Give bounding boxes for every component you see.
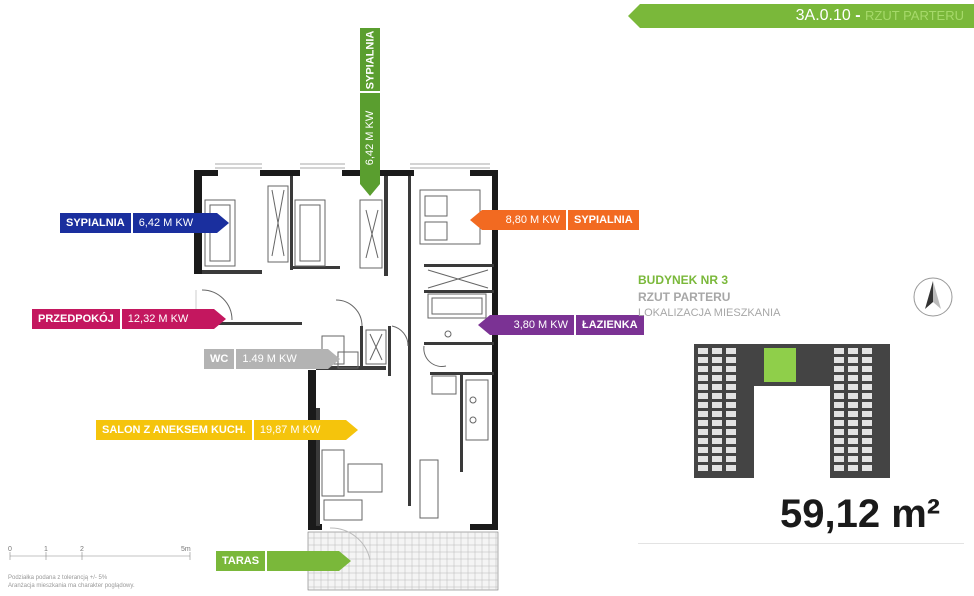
label-taras-area <box>267 551 340 571</box>
scale-tick-0: 0 <box>8 546 12 553</box>
north-arrow-icon <box>913 277 953 317</box>
label-sypialnia-top: SYPIALNIA 6,42 M KW <box>360 28 380 196</box>
arrow-tip <box>470 210 482 230</box>
scale-note-line-2: Aranżacja mieszkania ma charakter pogląd… <box>8 583 135 589</box>
divider <box>638 543 964 544</box>
label-wc-area: 1.49 M KW <box>236 349 329 369</box>
label-sypialnia-left: SYPIALNIA 6,42 M KW <box>60 213 229 233</box>
arrow-tip <box>345 420 358 440</box>
label-lazienka: 3,80 M KW ŁAZIENKA <box>478 315 644 335</box>
banner-dash: - <box>855 7 861 24</box>
label-sypialnia-top-name: SYPIALNIA <box>364 30 376 90</box>
arrow-tip <box>328 349 341 369</box>
apartment-highlight <box>764 348 796 382</box>
building-number: BUDYNEK NR 3 <box>638 273 729 287</box>
label-separator <box>251 420 254 440</box>
label-separator <box>265 551 268 571</box>
label-lazienka-name: ŁAZIENKA <box>576 315 644 335</box>
label-salon-area: 19,87 M KW <box>253 420 346 440</box>
total-area: 59,12 m² <box>780 492 941 536</box>
banner-shape <box>628 4 974 28</box>
label-sypialnia-left-name: SYPIALNIA <box>60 213 131 233</box>
window-marks <box>195 163 490 320</box>
scale-bar <box>9 552 191 560</box>
scale-tick-1: 1 <box>44 546 48 553</box>
fixtures <box>201 185 489 561</box>
label-sypialnia-right: 8,80 M KW SYPIALNIA <box>470 210 639 230</box>
label-separator <box>234 349 237 369</box>
scale-note-line-1: Podziałka podana z tolerancją +/- 5% <box>8 575 108 581</box>
label-przedpokoj-area: 12,32 M KW <box>121 309 214 329</box>
arrow-tip <box>339 551 352 571</box>
label-taras: TARAS <box>216 551 352 571</box>
label-wc-name: WC <box>204 349 235 369</box>
label-taras-name: TARAS <box>216 551 266 571</box>
arrow-tip <box>478 315 490 335</box>
floor-name: RZUT PARTERU <box>638 290 731 304</box>
label-separator <box>566 210 568 230</box>
scale-note: Podziałka podana z tolerancją +/- 5% Ara… <box>8 574 135 590</box>
arrow-tip <box>216 213 229 233</box>
label-sypialnia-top-shape <box>360 28 380 196</box>
header-banner: 3A.0.10 - RZUT PARTERU <box>628 4 974 28</box>
label-sypialnia-top-area: 6,42 M KW <box>364 110 376 166</box>
scale-tick-5m: 5m <box>181 546 191 553</box>
scale-tick-2: 2 <box>80 546 84 553</box>
label-separator <box>130 213 133 233</box>
label-separator <box>119 309 122 329</box>
label-sypialnia-right-name: SYPIALNIA <box>568 210 639 230</box>
label-sypialnia-right-area: 8,80 M KW <box>482 210 566 230</box>
label-sypialnia-left-area: 6,42 M KW <box>132 213 217 233</box>
label-salon: SALON Z ANEKSEM KUCH. 19,87 M KW <box>96 420 358 440</box>
banner-subtitle: RZUT PARTERU <box>865 8 964 23</box>
label-przedpokoj-name: PRZEDPOKÓJ <box>32 309 120 329</box>
label-salon-name: SALON Z ANEKSEM KUCH. <box>96 420 252 440</box>
label-wc: WC 1.49 M KW <box>204 349 341 369</box>
building-location-plan <box>694 344 890 478</box>
banner-title: 3A.0.10 - RZUT PARTERU <box>796 7 964 25</box>
label-separator <box>574 315 576 335</box>
label-przedpokoj: PRZEDPOKÓJ 12,32 M KW <box>32 309 226 329</box>
arrow-tip <box>213 309 226 329</box>
location-caption: LOKALIZACJA MIESZKANIA <box>638 307 781 319</box>
label-lazienka-area: 3,80 M KW <box>490 315 574 335</box>
apartment-code: 3A.0.10 <box>795 7 851 24</box>
